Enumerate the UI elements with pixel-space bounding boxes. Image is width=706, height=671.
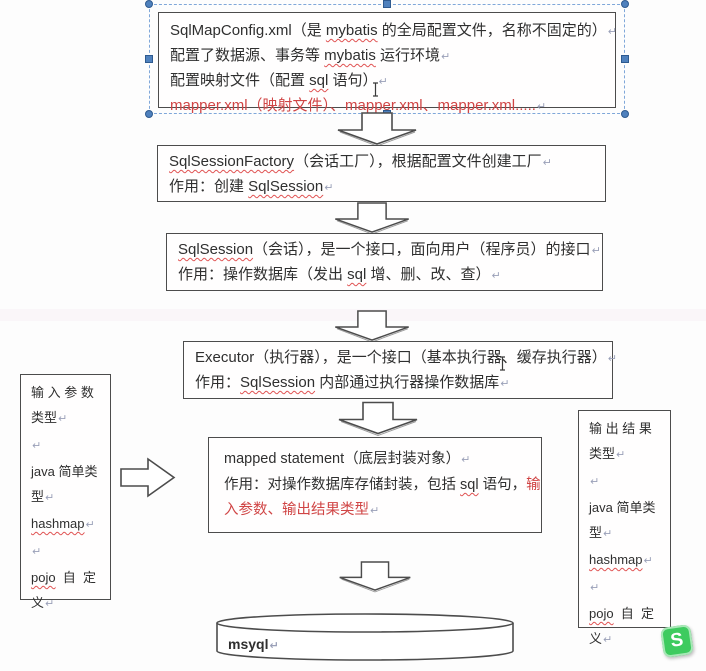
text-line: SqlSessionFactory（会话工厂），根据配置文件创建工厂↵ — [169, 153, 552, 170]
text-line: hashmap↵ — [589, 552, 653, 567]
return-mark: ↵ — [500, 378, 510, 390]
text-line: ↵ — [31, 538, 110, 565]
text-line: SqlMapConfig.xml（是 mybatis 的全局配置文件，名称不固定… — [170, 22, 617, 39]
page-gap-band — [0, 309, 706, 321]
return-mark: ↵ — [607, 353, 617, 365]
text-line: pojo 自 定 — [31, 570, 97, 585]
selection-handle-top-left[interactable] — [145, 0, 153, 8]
textbox-sqlmapconfig[interactable]: SqlMapConfig.xml（是 mybatis 的全局配置文件，名称不固定… — [158, 12, 617, 114]
text-line: java 简单类 — [31, 464, 98, 479]
down-arrow-icon[interactable] — [330, 202, 414, 234]
text-line: 作用：SqlSession 内部通过执行器操作数据库↵ — [195, 374, 510, 391]
textbox-output-result-types[interactable]: 输 出 结 果 类型↵ ↵ java 简单类 型↵ hashmap↵ ↵ poj… — [578, 410, 671, 646]
ibeam-cursor — [498, 356, 507, 371]
return-mark: ↵ — [32, 546, 42, 558]
text-line: 作用：创建 SqlSession↵ — [169, 178, 334, 195]
text-line: ↵ — [589, 468, 670, 495]
return-mark: ↵ — [607, 26, 617, 38]
down-arrow-icon[interactable] — [330, 310, 414, 342]
text-line: 作用：操作数据库（发出 sql 增、删、改、查）↵ — [178, 266, 501, 283]
ibeam-cursor — [371, 82, 380, 97]
right-arrow-icon[interactable] — [120, 457, 176, 498]
return-mark: ↵ — [45, 598, 55, 610]
textbox-sqlsession[interactable]: SqlSession（会话），是一个接口，面向用户（程序员）的接口↵ 作用：操作… — [166, 233, 603, 291]
database-cylinder[interactable] — [215, 613, 515, 661]
selection-handle-top-mid[interactable] — [383, 0, 391, 8]
return-mark: ↵ — [370, 505, 380, 517]
down-arrow-icon[interactable] — [337, 558, 413, 595]
return-mark: ↵ — [536, 101, 547, 113]
return-mark: ↵ — [603, 634, 613, 646]
return-mark: ↵ — [590, 476, 600, 488]
return-mark: ↵ — [590, 582, 600, 594]
return-mark: ↵ — [378, 76, 388, 88]
text-line: 配置了数据源、事务等 mybatis 运行环境↵ — [170, 47, 451, 64]
text-line: 型↵ — [31, 489, 55, 504]
return-mark: ↵ — [32, 440, 42, 452]
return-mark: ↵ — [45, 492, 55, 504]
text-line: mapped statement（底层封装对象）↵ — [224, 451, 471, 467]
return-mark: ↵ — [58, 413, 68, 425]
return-mark: ↵ — [603, 528, 613, 540]
selection-handle-left-mid[interactable] — [145, 55, 153, 63]
text-line: 义↵ — [589, 631, 613, 646]
textbox-input-param-types[interactable]: 输 入 参 数 类型↵ ↵ java 简单类 型↵ hashmap↵ ↵ poj… — [20, 374, 111, 610]
down-arrow-icon[interactable] — [336, 400, 420, 437]
text-line: 型↵ — [589, 525, 613, 540]
text-line: 输 出 结 果 — [589, 421, 652, 436]
text-line: java 简单类 — [589, 500, 656, 515]
text-line: ↵ — [31, 432, 110, 459]
text-line: 义↵ — [31, 595, 55, 610]
text-line: 入参数、输出结果类型↵ — [224, 502, 380, 518]
return-mark: ↵ — [591, 245, 601, 257]
text-line: 类型↵ — [589, 446, 626, 461]
selection-handle-bottom-left[interactable] — [145, 110, 153, 118]
return-mark: ↵ — [542, 157, 552, 169]
return-mark: ↵ — [269, 640, 279, 652]
selection-handle-top-right[interactable] — [621, 0, 629, 8]
text-line: 输 入 参 数 — [31, 385, 94, 400]
selection-handle-bottom-right[interactable] — [621, 110, 629, 118]
text-line: 作用：对操作数据库存储封装，包括 sql 语句，输 — [224, 477, 541, 493]
return-mark: ↵ — [643, 555, 653, 567]
textbox-mapped-statement[interactable]: mapped statement（底层封装对象）↵ 作用：对操作数据库存储封装，… — [208, 437, 542, 533]
return-mark: ↵ — [324, 182, 334, 194]
text-line: ↵ — [589, 574, 670, 601]
text-line: hashmap↵ — [31, 516, 95, 531]
text-line: SqlSession（会话），是一个接口，面向用户（程序员）的接口↵ — [178, 241, 601, 258]
return-mark: ↵ — [461, 454, 471, 466]
selection-handle-right-mid[interactable] — [621, 55, 629, 63]
watermark-s-logo: S — [660, 624, 694, 658]
database-label: msyql↵ — [228, 636, 279, 652]
text-line: pojo 自 定 — [589, 606, 655, 621]
return-mark: ↵ — [85, 519, 95, 531]
text-line: 配置映射文件（配置 sql 语句）↵ — [170, 72, 388, 89]
text-line-mapper-xml: mapper.xml（映射文件）、mapper.xml、mapper.xml..… — [170, 97, 547, 114]
textbox-executor[interactable]: Executor（执行器），是一个接口（基本执行器、缓存执行器）↵ 作用：Sql… — [183, 341, 617, 399]
return-mark: ↵ — [491, 270, 501, 282]
down-arrow-icon[interactable] — [335, 112, 419, 146]
return-mark: ↵ — [616, 449, 626, 461]
return-mark: ↵ — [441, 51, 451, 63]
text-line: 类型↵ — [31, 410, 68, 425]
textbox-sqlsessionfactory[interactable]: SqlSessionFactory（会话工厂），根据配置文件创建工厂↵ 作用：创… — [157, 145, 606, 202]
text-line: Executor（执行器），是一个接口（基本执行器、缓存执行器）↵ — [195, 349, 617, 366]
